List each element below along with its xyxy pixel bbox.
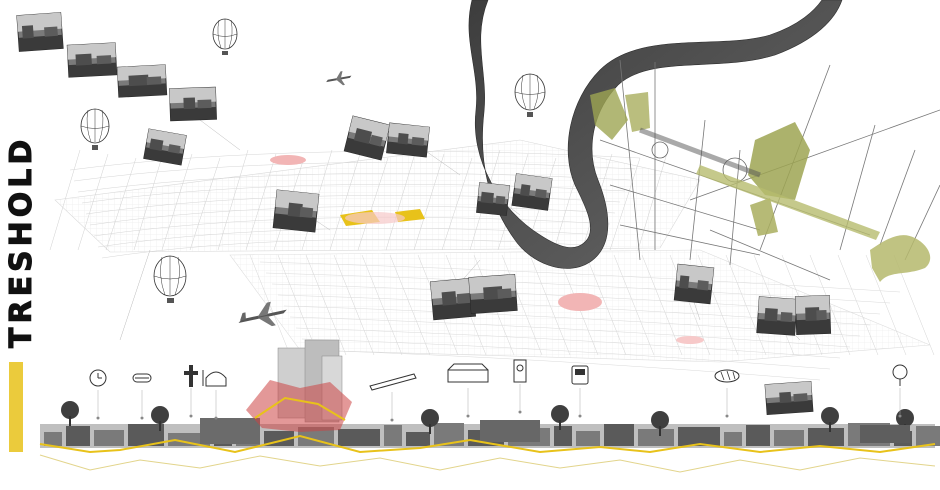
tower-cluster	[246, 339, 352, 432]
street-photo	[764, 381, 814, 415]
threshold-line	[39, 434, 936, 454]
page-title: TRESHOLD	[4, 135, 40, 348]
green-corridor	[696, 165, 880, 240]
upper-city-plane	[49, 139, 701, 259]
street-photo	[429, 277, 477, 321]
street-photo	[468, 274, 518, 314]
street-photo	[386, 122, 430, 158]
highway-band	[639, 127, 761, 178]
upper-street-network	[49, 149, 669, 259]
mosque-icon	[202, 370, 227, 420]
street-photo	[673, 263, 715, 305]
hot-air-balloon-icon	[514, 73, 546, 117]
street-photo	[511, 173, 553, 211]
cross-icon	[184, 365, 198, 418]
hot-air-balloon-icon	[212, 18, 238, 55]
threshold-line-lower	[39, 454, 936, 473]
hot-dog-icon	[132, 373, 152, 420]
airplane-icon	[326, 71, 352, 86]
highlight-zone-lower	[558, 293, 602, 311]
bread-icon	[714, 369, 740, 418]
river	[468, 0, 843, 269]
street-photo	[756, 296, 798, 336]
highlight-zone-center	[345, 212, 405, 224]
market-stall-icon	[447, 363, 489, 418]
airplane-icon	[238, 301, 287, 327]
green-area-1	[590, 88, 628, 140]
landmark-icon-row	[89, 359, 908, 422]
street-photo	[169, 86, 217, 122]
street-photo	[143, 128, 187, 166]
title-accent-bar	[9, 362, 23, 452]
street-photo	[794, 295, 832, 335]
highlight-zone-upper	[270, 155, 306, 165]
photo-gallery	[16, 12, 832, 415]
street-photo	[343, 115, 391, 161]
street-photo	[16, 12, 64, 52]
highlight-zone-lower-2	[676, 336, 704, 344]
street-panorama	[39, 401, 940, 473]
hot-air-balloon-icon	[80, 108, 110, 150]
green-area-3	[748, 122, 810, 200]
pocket-watch-icon	[89, 369, 107, 420]
street-photo	[476, 182, 510, 216]
tram-icon	[571, 365, 589, 418]
hot-air-balloon-icon	[153, 255, 187, 303]
street-organ-icon	[513, 359, 527, 414]
street-photo	[116, 64, 168, 98]
regional-road-map	[590, 59, 940, 282]
green-area-2	[625, 92, 650, 132]
green-area-4	[750, 198, 778, 236]
tree-icon	[892, 364, 908, 418]
green-wetland	[870, 235, 931, 282]
shipwreck-icon	[369, 373, 417, 422]
street-photo	[66, 42, 118, 78]
lower-city-plane	[229, 249, 935, 381]
street-photo	[272, 189, 320, 233]
